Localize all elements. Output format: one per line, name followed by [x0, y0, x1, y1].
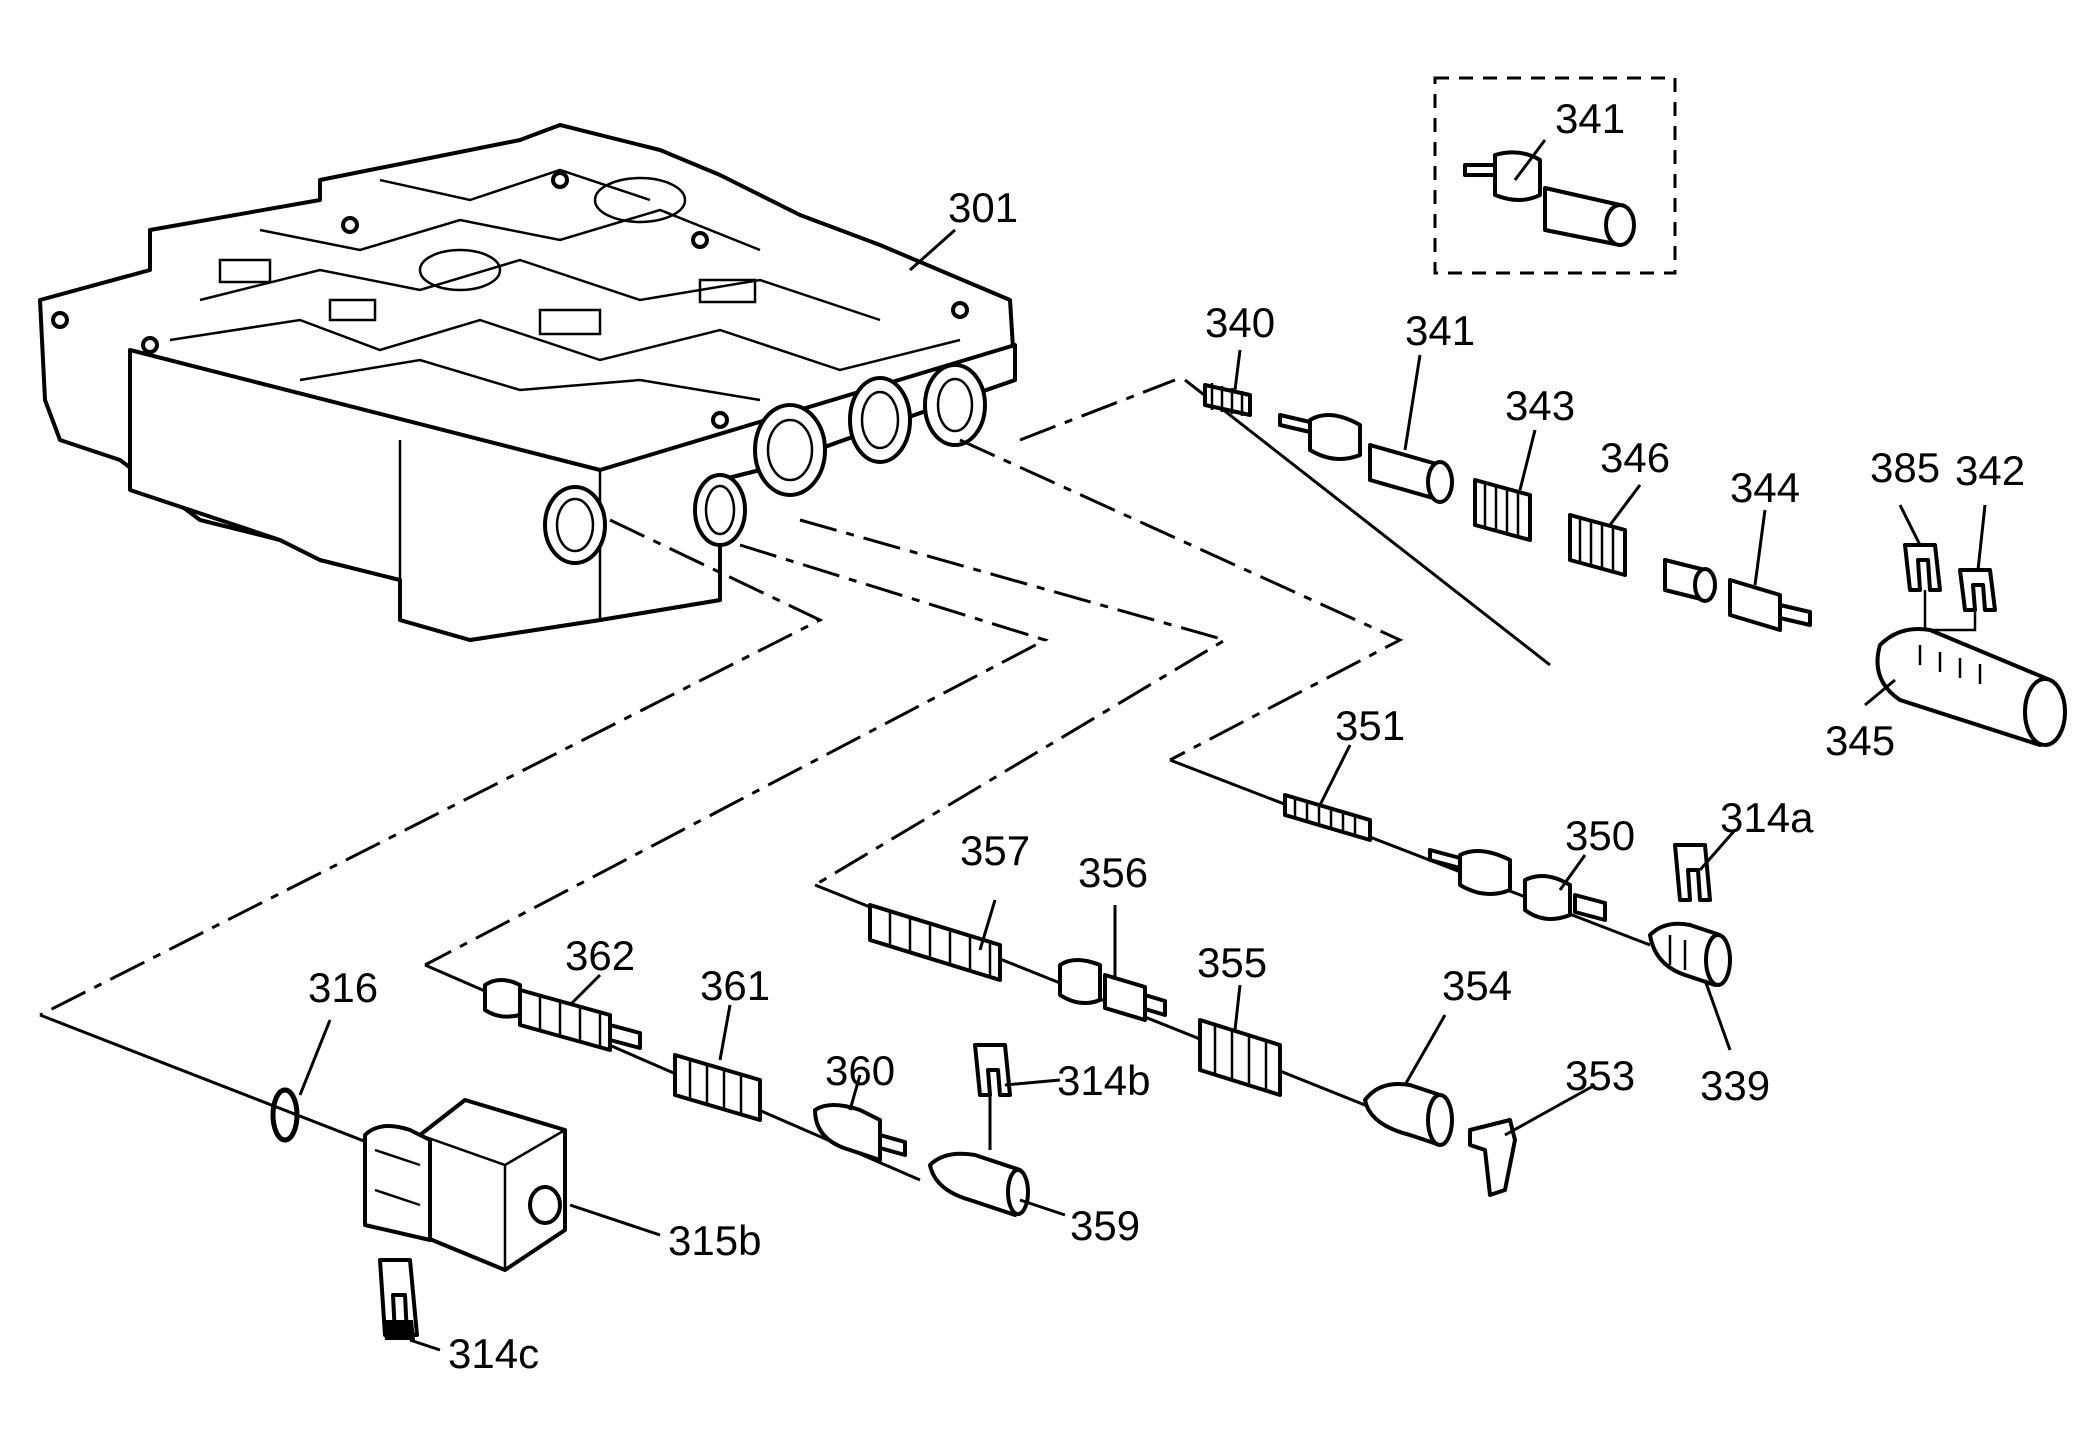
valve-344	[1663, 558, 1812, 632]
label-353: 353	[1565, 1052, 1635, 1099]
plug-354	[1363, 1082, 1454, 1147]
spring-343	[1473, 478, 1532, 542]
spring-355	[1198, 1018, 1282, 1097]
label-314b: 314b	[1057, 1057, 1150, 1104]
label-350: 350	[1565, 812, 1635, 859]
label-385: 385	[1870, 444, 1940, 491]
valve-357	[868, 903, 1002, 982]
plug-339	[1648, 921, 1732, 987]
valve-body-301	[38, 123, 1017, 642]
valve-341	[1278, 413, 1454, 504]
label-360: 360	[825, 1047, 895, 1094]
retainer-353	[1468, 1118, 1517, 1197]
label-356: 356	[1078, 849, 1148, 896]
label-314c: 314c	[448, 1330, 539, 1377]
label-341-inset: 341	[1555, 95, 1625, 142]
plug-360	[813, 1103, 907, 1162]
spring-361	[673, 1053, 762, 1122]
label-344: 344	[1730, 464, 1800, 511]
label-346: 346	[1600, 434, 1670, 481]
label-315b: 315b	[668, 1217, 761, 1264]
solenoid-315b	[363, 1098, 567, 1272]
callout-labels: 301 341 340 341 343 346 344 385 342 345 …	[308, 95, 2025, 1377]
label-361: 361	[700, 962, 770, 1009]
label-301: 301	[948, 184, 1018, 231]
leader-lines	[298, 139, 1987, 1352]
label-341: 341	[1405, 307, 1475, 354]
clip-314a	[1673, 843, 1712, 902]
label-345: 345	[1825, 717, 1895, 764]
clip-342	[1958, 568, 1997, 612]
spring-340	[1203, 383, 1252, 417]
label-316: 316	[308, 964, 378, 1011]
valve-350	[1428, 848, 1607, 922]
o-ring-316	[270, 1087, 300, 1143]
label-355: 355	[1197, 939, 1267, 986]
valve-362	[483, 978, 642, 1052]
spring-346	[1568, 513, 1627, 577]
valve-356	[1058, 958, 1167, 1022]
sleeve-345	[1875, 590, 2067, 747]
label-340: 340	[1205, 299, 1275, 346]
clip-385	[1903, 543, 1942, 592]
label-351: 351	[1335, 702, 1405, 749]
clip-314c	[378, 1258, 419, 1340]
clip-314b	[973, 1043, 1012, 1150]
plug-359	[928, 1151, 1030, 1217]
label-314a: 314a	[1720, 794, 1814, 841]
label-343: 343	[1505, 382, 1575, 429]
label-354: 354	[1442, 962, 1512, 1009]
label-339: 339	[1700, 1062, 1770, 1109]
label-362: 362	[565, 932, 635, 979]
label-342: 342	[1955, 447, 2025, 494]
label-359: 359	[1070, 1202, 1140, 1249]
spring-351	[1283, 793, 1372, 842]
label-357: 357	[960, 827, 1030, 874]
